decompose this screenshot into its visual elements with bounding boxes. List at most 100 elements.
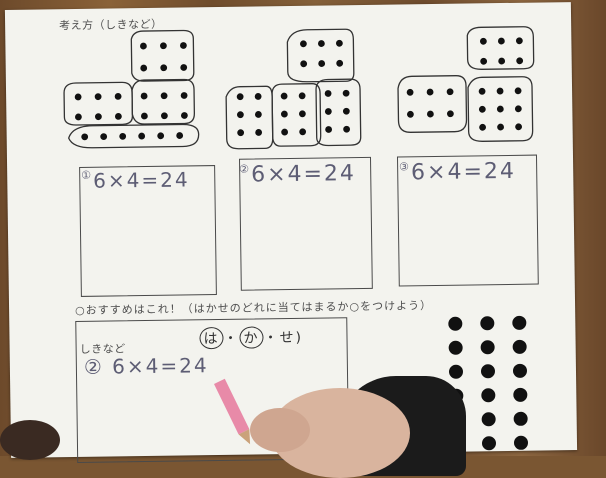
dot [479, 123, 486, 131]
loop-outline [68, 123, 200, 149]
dot [236, 111, 244, 119]
dot [140, 92, 148, 100]
panel-1-number: ① [81, 168, 94, 182]
dot [81, 133, 89, 141]
dot [236, 93, 244, 101]
dot [280, 110, 288, 118]
dot [515, 123, 522, 131]
dot [114, 112, 122, 120]
reference-dot [480, 364, 495, 379]
loop-outline [131, 78, 196, 125]
reference-dot [480, 340, 495, 355]
dot [280, 92, 288, 100]
dot [343, 125, 350, 133]
panel-2-expression: ②6×4=24 [239, 161, 356, 188]
dot [497, 37, 505, 45]
loop-outline [225, 85, 274, 150]
reference-dot [448, 340, 463, 355]
reference-dot [481, 436, 496, 451]
dot [299, 128, 307, 136]
dot [496, 105, 504, 113]
choice-row: は・か・せ) [199, 326, 303, 350]
dot [325, 126, 332, 133]
dot [317, 40, 325, 47]
dot [446, 88, 454, 96]
dot [100, 133, 108, 141]
dot [496, 87, 504, 95]
dot [516, 57, 524, 65]
dot [324, 90, 332, 97]
reference-dot [480, 316, 495, 331]
choice-se[interactable]: せ [279, 329, 296, 347]
dot [342, 89, 350, 97]
choice-ha[interactable]: は [199, 326, 224, 350]
dot [160, 64, 168, 72]
panel-1-formula: 6×4=24 [93, 167, 190, 193]
dot [180, 112, 188, 119]
dot-arrays [63, 26, 535, 150]
dot [480, 57, 488, 65]
dot [254, 93, 262, 100]
dot [114, 93, 122, 100]
loop-outline [466, 26, 535, 70]
reference-dot-grid [448, 315, 528, 451]
dot [514, 87, 522, 95]
dot [180, 64, 188, 71]
dot [180, 92, 188, 99]
dot-array-marks [74, 37, 524, 141]
dot [254, 111, 262, 118]
dot [74, 93, 82, 101]
dot [479, 37, 487, 45]
dot [478, 105, 486, 113]
dot [176, 132, 184, 139]
panel-2-number: ② [239, 162, 252, 176]
dot [138, 132, 146, 140]
reference-dot [512, 315, 527, 330]
reference-dot [513, 387, 528, 402]
dot [446, 110, 454, 118]
handwritten-answer: ② 6×4=24 [83, 353, 209, 379]
loop-outline [315, 78, 362, 147]
panel-3-number: ③ [399, 160, 412, 174]
dot [324, 108, 332, 115]
loop-outline [397, 75, 468, 133]
loop-outline [130, 29, 195, 82]
panel-2-formula: 6×4=24 [250, 161, 357, 188]
panel-1-expression: ①6×4=24 [81, 167, 190, 193]
dot [514, 105, 522, 113]
reference-dot [512, 363, 527, 378]
reference-dot [513, 435, 528, 450]
dot [515, 37, 523, 45]
dot [94, 93, 102, 101]
dot [281, 128, 289, 136]
choice-separator: ・ [263, 330, 280, 347]
reference-dot [448, 364, 463, 379]
choice-separator: ・ [223, 330, 240, 347]
reference-dot [481, 412, 496, 427]
reference-dot [481, 388, 496, 403]
dot [426, 110, 434, 118]
reference-dot [512, 339, 527, 354]
dot [140, 64, 148, 72]
dot [160, 42, 167, 50]
loop-outline [271, 83, 322, 147]
dot [498, 57, 506, 65]
panel-3-expression: ③6×4=24 [399, 159, 516, 186]
worksheet-paper: 考え方（しきなど） ①6×4=24 ②6×4=24 ③6×4=24 ○おすすめは… [4, 2, 578, 464]
dot [342, 107, 350, 115]
dot [406, 110, 414, 118]
dot [335, 39, 343, 47]
dot [478, 87, 486, 95]
choice-ka[interactable]: か [239, 326, 264, 349]
dot [94, 113, 102, 121]
dot [300, 60, 308, 68]
loop-outline [286, 28, 355, 83]
dot [75, 113, 82, 121]
reference-dot [448, 316, 463, 331]
dot [426, 88, 434, 96]
reference-dot [513, 411, 528, 426]
dot [160, 92, 168, 100]
dot [318, 60, 326, 67]
reference-dots [448, 315, 528, 451]
finger [250, 408, 310, 452]
